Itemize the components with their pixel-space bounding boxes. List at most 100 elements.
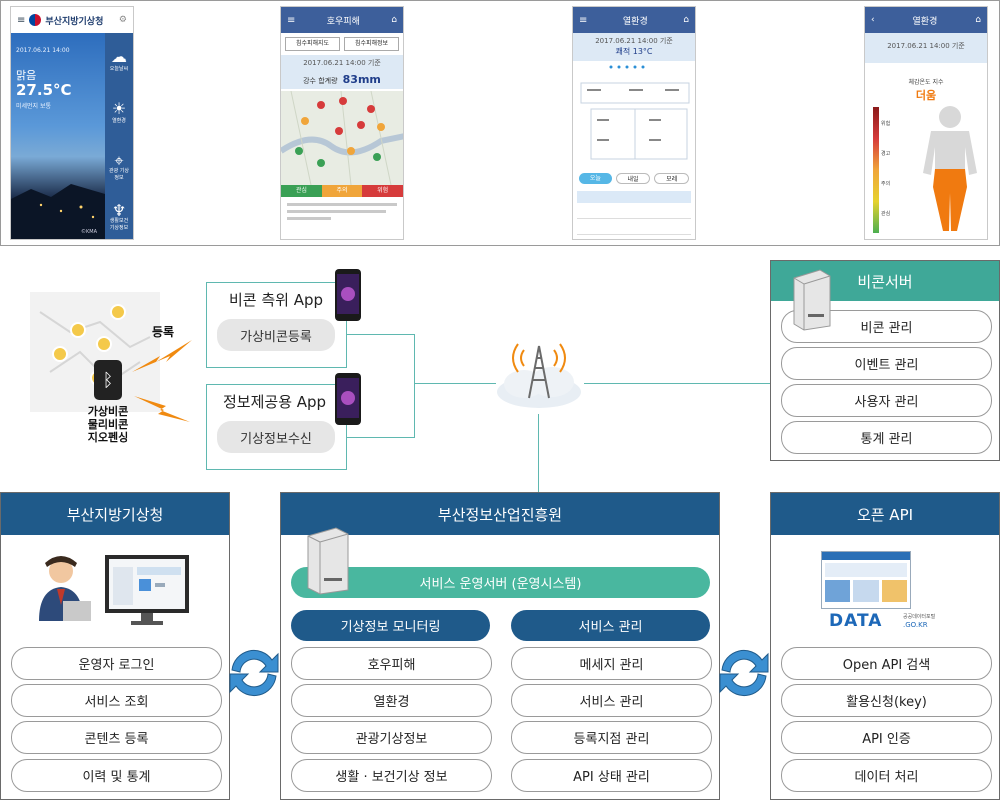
screen-title: 열환경: [622, 16, 648, 27]
rain-value: 83mm: [342, 73, 381, 86]
sun-icon: ☀: [111, 99, 127, 118]
open-api-panel: 오픈 API DATA 공공데이터포털 .GO.KR Open API 검색 활…: [770, 492, 1000, 800]
beacon-map: [30, 292, 160, 412]
heat-date: 2017.06.21 14:00 기준: [595, 37, 673, 45]
event-manage-item[interactable]: 이벤트 관리: [781, 347, 992, 380]
message-manage-item[interactable]: 메세지 관리: [511, 647, 712, 680]
pin-icon: ⌖: [114, 151, 124, 170]
heat-scale-bar: [873, 107, 879, 233]
service-manage-header: 서비스 관리: [511, 610, 710, 641]
menu-icon: ≡: [17, 14, 26, 26]
screen-header: ≡ 열환경 ⌂: [573, 7, 695, 33]
operator-workstation-icon: [39, 555, 189, 625]
legend-item: 주의: [321, 185, 363, 197]
life-health-weather-item[interactable]: 생활 · 보건기상 정보: [291, 759, 492, 792]
app-screen-home: ≡ 부산지방기상청 ⚙ 2017.06.21 14:00 맑음 27.5°C 미…: [10, 6, 134, 240]
tab-day-after[interactable]: 모레: [654, 173, 690, 184]
virtual-beacon-register-button[interactable]: 가상비콘등록: [217, 319, 335, 351]
back-icon: ‹: [871, 15, 875, 25]
side-menu-item[interactable]: 생활보건 기상정보: [109, 218, 129, 231]
register-label: 등록: [152, 325, 175, 339]
sync-arrows-icon: [719, 650, 769, 696]
beacon-positioning-app: 비콘 측위 App 가상비콘등록: [206, 282, 347, 368]
rain-label: 강수 합계량: [303, 77, 338, 85]
content-register-item[interactable]: 콘텐츠 등록: [11, 721, 222, 754]
scale-label: 안전: [881, 229, 890, 239]
user-manage-item[interactable]: 사용자 관리: [781, 384, 992, 417]
tab-map[interactable]: 침수피해지도: [285, 37, 340, 51]
scale-label: 주의: [881, 181, 891, 187]
service-view-item[interactable]: 서비스 조회: [11, 684, 222, 717]
smartphone-icon: [335, 269, 361, 321]
center-panel: 부산정보산업진흥원 서비스 운영서버 (운영시스템) 기상정보 모니터링 서비스…: [280, 492, 720, 800]
heat-value: 쾌적 13°C: [615, 47, 653, 56]
heat-list: [577, 191, 691, 235]
cloud-icon: ☁: [111, 47, 127, 66]
connector: [414, 334, 415, 438]
connector: [584, 383, 770, 384]
signal-bolt-icon: [132, 340, 192, 372]
tab-info[interactable]: 침수피해정보: [344, 37, 399, 51]
copyright: ©KMA: [80, 229, 97, 235]
day-tabs: 오늘 내일 모레: [579, 173, 690, 184]
panel-title: 부산정보산업진흥원: [281, 493, 719, 535]
tab-today[interactable]: 오늘: [579, 173, 612, 184]
history-stats-item[interactable]: 이력 및 통계: [11, 759, 222, 792]
panel-title: 부산지방기상청: [1, 493, 229, 535]
sky-photo: 2017.06.21 14:00 맑음 27.5°C 미세먼지 보통 ©KMA: [11, 33, 105, 239]
bluetooth-icon: ᛒ: [94, 360, 122, 400]
sync-arrows-icon: [229, 650, 279, 696]
side-menu: ☁ 오늘날씨 ☀ 열환경 ⌖ 관광 기상정보 ♆ 생활보건 기상정보: [105, 33, 133, 239]
service-manage-item[interactable]: 서비스 관리: [511, 684, 712, 717]
tourism-weather-item[interactable]: 관광기상정보: [291, 721, 492, 754]
legend-item: 위험: [362, 185, 403, 197]
weather-info-receive-button[interactable]: 기상정보수신: [217, 421, 335, 453]
scale-label: 관심: [881, 211, 891, 217]
side-menu-item[interactable]: 관광 기상정보: [109, 168, 129, 181]
data-portal-screenshot: [821, 551, 911, 609]
side-menu-item[interactable]: 오늘날씨: [109, 66, 129, 72]
data-processing-item[interactable]: 데이터 처리: [781, 759, 992, 792]
open-api-search-item[interactable]: Open API 검색: [781, 647, 992, 680]
side-menu-item[interactable]: 열환경: [112, 118, 126, 124]
connector: [347, 334, 415, 335]
settings-icon: ⚙: [118, 15, 127, 25]
app-title: 비콘 측위 App: [229, 291, 324, 309]
heat-scale-labels: 위험 경고 주의 관심 안전: [881, 109, 891, 239]
operator-login-item[interactable]: 운영자 로그인: [11, 647, 222, 680]
apply-key-item[interactable]: 활용신청(key): [781, 684, 992, 717]
tab-tomorrow[interactable]: 내일: [615, 173, 651, 184]
app-screen-rain-damage: ≡ 호우피해 ⌂ 침수피해지도 침수피해정보 2017.06.21 14:00 …: [280, 6, 404, 240]
logo-domain: .GO.KR: [903, 621, 928, 629]
screen-title: 부산지방기상청: [45, 16, 104, 27]
heat-environment-item[interactable]: 열환경: [291, 684, 492, 717]
weather-sub: 미세먼지 보통: [16, 103, 52, 110]
api-auth-item[interactable]: API 인증: [781, 721, 992, 754]
rain-damage-item[interactable]: 호우피해: [291, 647, 492, 680]
screen-header: ≡ 부산지방기상청 ⚙: [11, 7, 133, 33]
rain-summary: 2017.06.21 14:00 기준 강수 합계량 83mm: [281, 55, 403, 89]
logo-caption: 공공데이터포털: [903, 614, 936, 620]
heat-date: 2017.06.21 14:00 기준: [887, 42, 965, 50]
screen-title: 열환경: [912, 16, 938, 27]
beacon-types-label: 가상비콘 물리비콘 지오펜싱: [87, 405, 129, 444]
screenshot-strip: [0, 0, 1000, 246]
info-app: 정보제공용 App 기상정보수신: [206, 384, 347, 470]
plant-icon: ♆: [111, 201, 127, 220]
stats-manage-item[interactable]: 통계 관리: [781, 421, 992, 454]
scale-label: 경고: [881, 151, 891, 157]
app-title: 정보제공용 App: [223, 393, 327, 411]
rain-date: 2017.06.21 14:00 기준: [303, 59, 381, 67]
location-manage-item[interactable]: 등록지점 관리: [511, 721, 712, 754]
api-status-item[interactable]: API 상태 관리: [511, 759, 712, 792]
gov-emblem-icon: [29, 14, 42, 26]
weather-temp: 27.5°C: [16, 81, 72, 99]
panel-title: 오픈 API: [771, 493, 999, 535]
screen-header: ‹ 열환경 ⌂: [865, 7, 987, 33]
busan-weather-panel: 부산지방기상청 운영자 로그인 서비스 조회 콘텐츠 등록 이력 및 통계: [0, 492, 230, 800]
heat-summary: 2017.06.21 14:00 기준: [865, 33, 987, 63]
connector: [414, 383, 496, 384]
heat-summary: 2017.06.21 14:00 기준 쾌적 13°C: [573, 33, 695, 61]
home-icon: ⌂: [683, 15, 689, 25]
heat-diagram: [580, 65, 690, 160]
